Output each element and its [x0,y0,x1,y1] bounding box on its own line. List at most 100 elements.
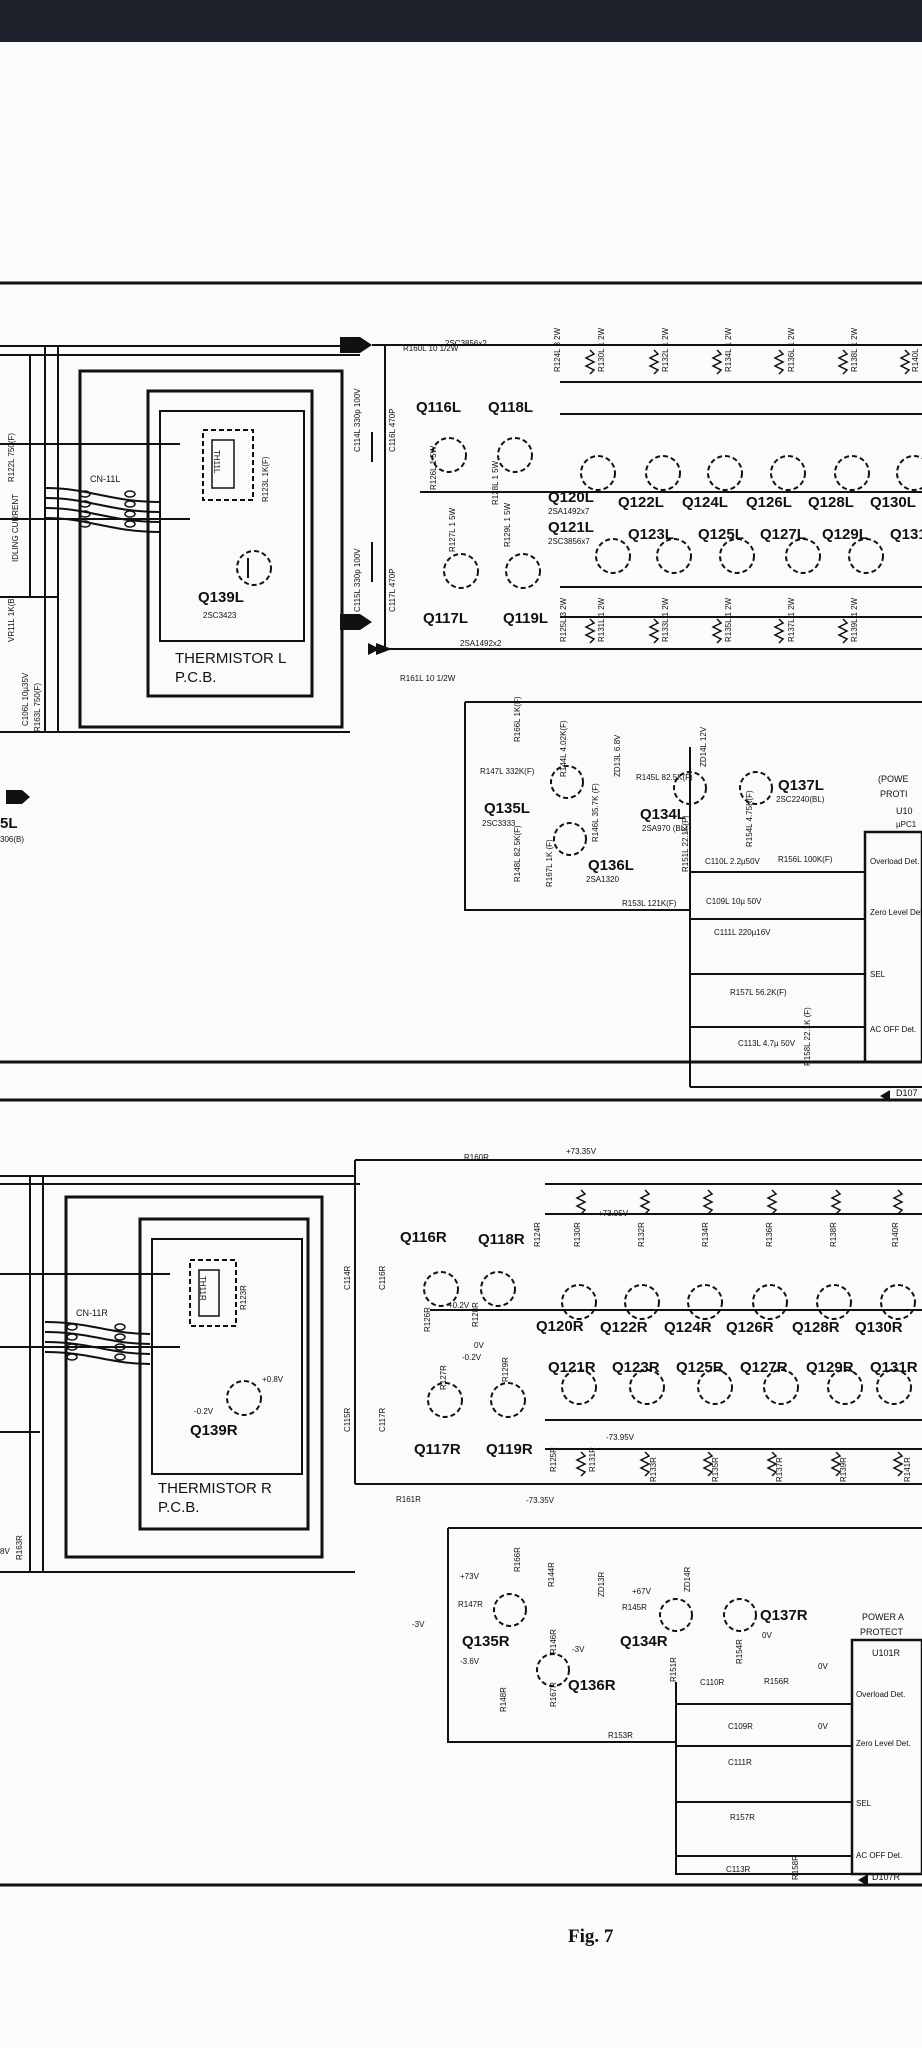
pin-overload-r: Overload Det. [856,1690,905,1699]
c109l-label: C109L 10µ 50V [706,897,762,906]
q139l-label: Q139L [198,589,244,606]
q129r-label: Q129R [806,1359,854,1376]
v-zero: 0V [474,1341,484,1350]
r161l-label: R161L 10 1/2W [400,674,456,683]
q137r-label: Q137R [760,1607,808,1624]
r156l-label: R156L 100K(F) [778,855,833,864]
v-minus36: -3.6V [460,1657,480,1666]
thermistor-th11l: TH11L [212,450,221,474]
r127l-label: R127L 1 5W [448,507,457,552]
partial-left-2: 306(B) [0,835,24,844]
q130r-label: Q130R [855,1319,903,1336]
c110r-label: C110R [700,1678,725,1687]
q127r-label: Q127R [740,1359,788,1376]
r144r-label: R144R [547,1562,556,1587]
d107-label: D107 [896,1088,918,1098]
r128r-label: R128R [471,1302,480,1327]
r146r-label: R146R [549,1629,558,1654]
figure-caption: Fig. 7 [568,1926,614,1947]
c117r-label: C117R [378,1407,387,1432]
q124r-label: Q124R [664,1319,712,1336]
c116l-label: C116L 470P [388,408,397,452]
pin-zerolevel-r: Zero Level Det. [856,1739,911,1748]
r144l-label: R144L 4.02K(F) [559,720,568,777]
r154r-label: R154R [735,1639,744,1664]
r132l-label: R132L 1 2W [661,327,670,372]
r146l-label: R146L 35.7K (F) [591,783,600,842]
q128l-label: Q128L [808,494,854,511]
schematic-scan [0,42,922,2048]
connector-cn11r: CN-11R [76,1308,108,1318]
v-minus7335: -73.35V [526,1496,555,1505]
r139l-label: R139L 1 2W [850,597,859,642]
q120l-label: Q120L [548,489,594,506]
q139r-label: Q139R [190,1422,238,1439]
d107r-label: D107R [872,1872,901,1882]
r140r-label: R140R [891,1222,900,1247]
q122r-label: Q122R [600,1319,648,1336]
q117l-label: Q117L [423,610,468,627]
q135l-part: 2SC3333 [482,819,516,828]
r166l-label: R166L 1K(F) [513,696,522,742]
q131l-label: Q131L [890,526,922,543]
pin-sel-l: SEL [870,970,886,979]
r136r-label: R136R [765,1222,774,1247]
r129l-label: R129L 1 5W [503,502,512,547]
r160r-label: R160R [464,1153,489,1162]
q125r-label: Q125R [676,1359,724,1376]
v-zero-d: 0V [818,1722,828,1731]
thermistor-l-title: THERMISTOR L [175,650,286,667]
r127r-label: R127R [439,1365,448,1390]
r128l-label: R128L 1 5W [491,460,500,505]
r148r-label: R148R [499,1687,508,1712]
c106l-label: C106L 10µ35V [21,672,30,726]
q118l-label: Q118L [488,399,533,416]
right-channel-block [0,1159,922,1886]
partial-left-1: 5L [0,815,18,832]
q128r-label: Q128R [792,1319,840,1336]
r151l-label: R151L 22.1K(F) [681,815,690,872]
q134l-part: 2SA970 (BL) [642,824,688,833]
r125l-label: R125L 3 2W [559,597,568,642]
q134l-label: Q134L [640,806,686,823]
q123r-label: Q123R [612,1359,660,1376]
q117l-part: 2SA1492x2 [460,639,502,648]
r154l-label: R154L 4.75K(F) [745,790,754,847]
r132r-label: R132R [637,1222,646,1247]
pin-zerolevel-l: Zero Level Det. [870,908,922,917]
q121l-label: Q121L [548,519,594,536]
v-plus73: +73V [460,1572,480,1581]
r123r-label: R123R [239,1285,248,1310]
power-protect-l-2: PROTI [880,789,908,799]
r138l-label: R138L 1 2W [850,327,859,372]
q127l-label: Q127L [760,526,806,543]
r137l-label: R137L 1 2W [787,597,796,642]
c113l-label: C113L 4.7µ 50V [738,1039,796,1048]
v-minus02: -0.2V [462,1353,482,1362]
pin-overload-l: Overload Det. [870,857,919,866]
r134r-label: R134R [701,1222,710,1247]
v-minus02b: -0.2V [194,1407,214,1416]
r136l-label: R136L 1 2W [787,327,796,372]
r126l-label: R126L 1 5W [429,445,438,490]
v-plus02: +0.2V [448,1301,470,1310]
r129r-label: R129R [501,1357,510,1382]
q131r-label: Q131R [870,1359,918,1376]
q126r-label: Q126R [726,1319,774,1336]
r131r-label: R131R [588,1447,597,1472]
r126r-label: R126R [423,1307,432,1332]
r125r-label: R125R [549,1447,558,1472]
r135l-label: R135L 1 2W [724,597,733,642]
pin-sel-r: SEL [856,1799,872,1808]
thermistor-r-title: THERMISTOR R [158,1480,272,1497]
c111l-label: C111L 220µ16V [714,928,771,937]
q126l-label: Q126L [746,494,792,511]
r145l-label: R145L 82.5K(F) [636,773,693,782]
c116r-label: C116R [378,1265,387,1290]
r135r-label: R135R [711,1457,720,1482]
power-protect-r-1: POWER A [862,1612,904,1622]
connector-cn11l: CN-11L [90,474,120,484]
r156r-label: R156R [764,1677,789,1686]
q135r-label: Q135R [462,1633,510,1650]
q121r-label: Q121R [548,1359,596,1376]
